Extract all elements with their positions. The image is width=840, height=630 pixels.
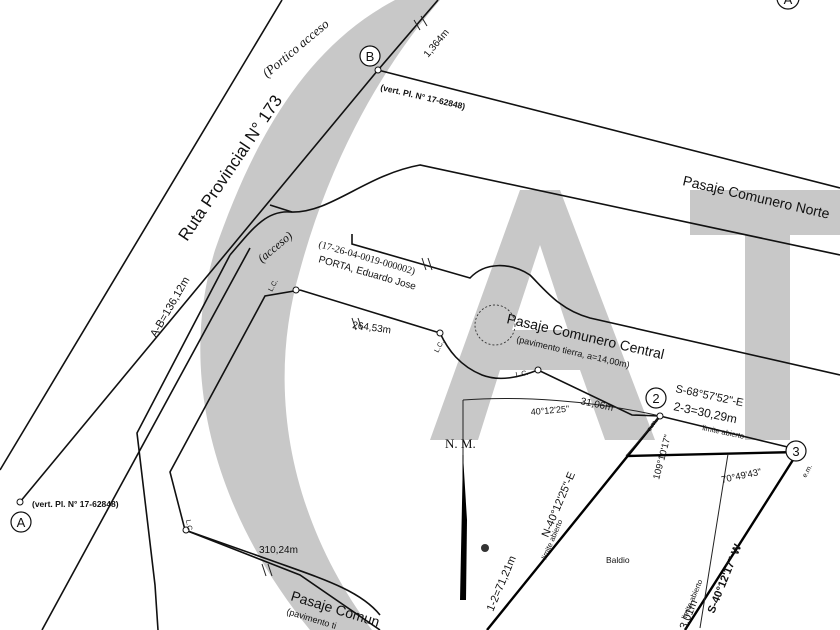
angle-40: 40°12'25" bbox=[530, 404, 569, 417]
angle-109: 109°10'17" bbox=[651, 434, 674, 481]
pasaje-norte-north-line bbox=[377, 69, 840, 189]
svg-text:A: A bbox=[784, 0, 793, 7]
measure-ab: A-B=136,12m bbox=[148, 275, 192, 340]
side-12-length: 1-2=71,21m bbox=[485, 554, 519, 613]
em-label-2: e.m. bbox=[802, 464, 815, 479]
north-meridian-label: N. M. bbox=[445, 436, 476, 451]
lc-label-3: L.C. bbox=[515, 370, 529, 379]
lc-label-4: L.C. bbox=[184, 519, 193, 533]
vertex-b: B bbox=[359, 45, 382, 74]
cul-de-sac-circle bbox=[474, 304, 516, 346]
vertex-3: 3 bbox=[785, 440, 807, 462]
pasaje-central-north-line bbox=[351, 234, 840, 376]
north-arrow-icon bbox=[460, 455, 489, 600]
limite-label-1: limite abierto bbox=[702, 423, 745, 441]
measure-top: 1,364m bbox=[422, 27, 452, 60]
measure-310: 310,24m bbox=[259, 545, 298, 556]
pasaje-sur-line bbox=[184, 529, 381, 630]
svg-text:B: B bbox=[366, 49, 375, 64]
svg-text:2: 2 bbox=[652, 391, 659, 406]
svg-text:3: 3 bbox=[792, 444, 799, 459]
break-marks bbox=[261, 15, 433, 577]
vertex-a: A bbox=[10, 498, 32, 533]
vert-ref-a: (vert. Pl. N° 17-62848) bbox=[32, 499, 119, 509]
angle-70: 70°49'43" bbox=[720, 467, 762, 486]
measure-264: 264,53m bbox=[352, 320, 392, 336]
pasaje-norte-south-line bbox=[229, 164, 840, 256]
acceso-edge bbox=[269, 204, 293, 213]
watermark-logo bbox=[200, 0, 840, 630]
survey-points bbox=[182, 286, 542, 534]
parcel-boundaries bbox=[462, 398, 800, 630]
svg-text:A: A bbox=[17, 515, 26, 530]
baldio-label: Baldio bbox=[606, 555, 630, 565]
vertex-top-a: A bbox=[776, 0, 800, 10]
vert-ref-b: (vert. Pl. N° 17-62848) bbox=[380, 82, 467, 111]
vertex-2: 2 bbox=[645, 387, 667, 420]
side-3-bearing: S-40°12'17" W bbox=[706, 542, 745, 615]
ruta-provincial-lines bbox=[0, 0, 439, 630]
west-road-line-outer bbox=[136, 254, 231, 630]
